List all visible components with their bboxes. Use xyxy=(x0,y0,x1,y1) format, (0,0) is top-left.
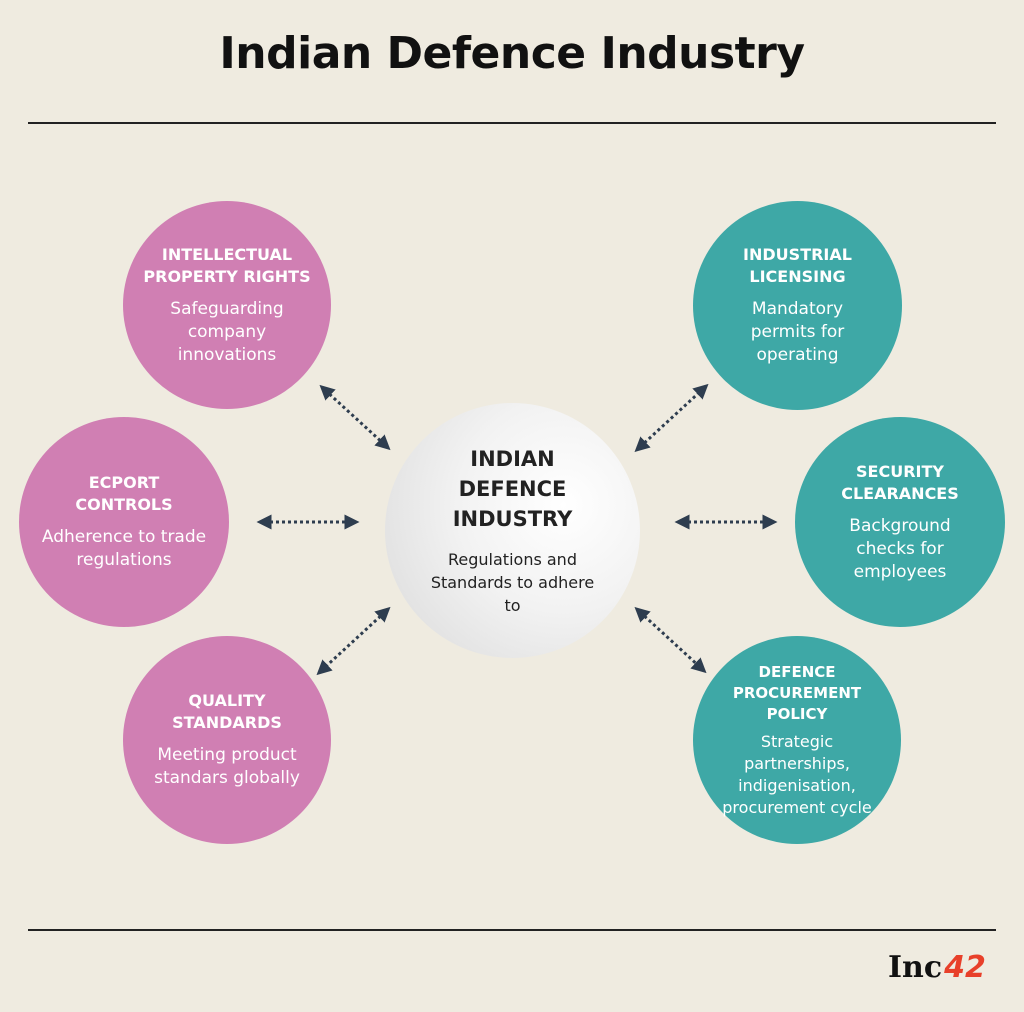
node-quality-standards: QUALITY STANDARDS Meeting product standa… xyxy=(123,636,331,844)
arrow-ipr xyxy=(319,384,391,451)
logo-number: 42 xyxy=(944,950,986,985)
node-intellectual-property: INTELLECTUAL PROPERTY RIGHTS Safeguardin… xyxy=(123,201,331,409)
node-title: ECPORT CONTROLS xyxy=(75,473,173,514)
arrow-licensing xyxy=(634,383,709,453)
node-title: INDUSTRIAL LICENSING xyxy=(743,245,852,286)
bottom-divider xyxy=(28,929,996,931)
node-title: DEFENCE PROCUREMENT POLICY xyxy=(732,662,862,723)
node-title: QUALITY STANDARDS xyxy=(172,691,282,732)
node-defence-procurement: DEFENCE PROCUREMENT POLICY Strategic par… xyxy=(693,636,901,844)
center-subtitle: Regulations and Standards to adhere to xyxy=(430,550,595,615)
logo-text: Inc xyxy=(888,950,943,985)
node-title: INTELLECTUAL PROPERTY RIGHTS xyxy=(143,244,311,286)
top-divider xyxy=(28,122,996,124)
node-description: Strategic partnerships, indigenisation, … xyxy=(722,731,872,817)
node-description: Mandatory permits for operating xyxy=(750,299,845,365)
node-industrial-licensing: INDUSTRIAL LICENSING Mandatory permits f… xyxy=(693,201,902,410)
node-center: INDIAN DEFENCE INDUSTRY Regulations and … xyxy=(385,403,640,658)
node-security-clearances: SECURITY CLEARANCES Background checks fo… xyxy=(795,417,1005,627)
node-description: Safeguarding company innovations xyxy=(170,298,284,365)
arrow-quality xyxy=(316,606,391,676)
node-export-controls: ECPORT CONTROLS Adherence to trade regul… xyxy=(19,417,229,627)
node-title: SECURITY CLEARANCES xyxy=(841,461,959,503)
node-description: Meeting product standars globally xyxy=(154,745,300,788)
node-description: Adherence to trade regulations xyxy=(41,527,207,570)
arrow-procurement xyxy=(634,606,707,674)
node-description: Background checks for employees xyxy=(849,515,951,582)
page-title: Indian Defence Industry xyxy=(219,28,805,79)
center-title: INDIAN DEFENCE INDUSTRY xyxy=(452,447,573,531)
